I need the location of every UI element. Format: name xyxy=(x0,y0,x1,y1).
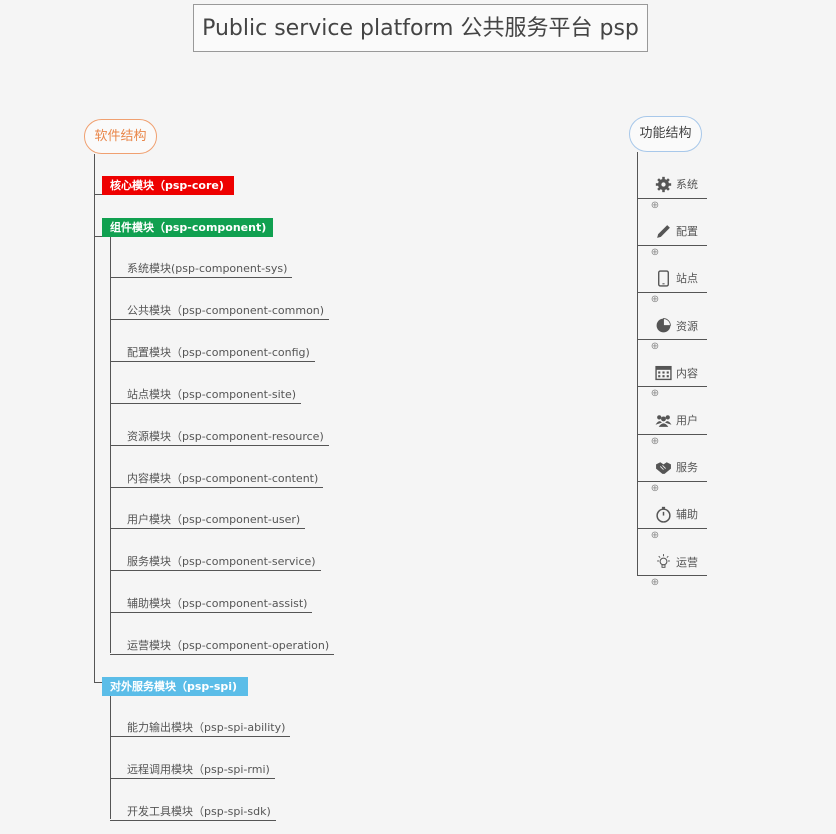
leaf-underline xyxy=(110,486,323,488)
leaf-item[interactable]: 资源模块（psp-component-resource) xyxy=(127,429,324,443)
pie-chart-icon xyxy=(655,317,672,334)
expand-icon[interactable]: ⊕ xyxy=(650,246,660,258)
leaf-underline xyxy=(110,570,321,572)
function-underline xyxy=(637,244,707,246)
connector-root-left xyxy=(94,154,95,682)
stopwatch-icon xyxy=(655,506,672,523)
gear-icon xyxy=(655,176,672,193)
root-node-software-structure[interactable]: 软件结构 xyxy=(84,119,157,154)
leaf-item[interactable]: 公共模块（psp-component-common) xyxy=(127,303,325,317)
expand-icon[interactable]: ⊕ xyxy=(650,199,660,211)
function-underline xyxy=(637,291,707,293)
function-item-pie-chart[interactable]: 资源 xyxy=(655,317,698,334)
leaf-item[interactable]: 开发工具模块（psp-spi-sdk) xyxy=(127,805,271,818)
leaf-underline xyxy=(110,612,312,614)
leaf-underline xyxy=(110,528,305,530)
page-title: Public service platform 公共服务平台 psp xyxy=(193,4,648,52)
expand-icon[interactable]: ⊕ xyxy=(650,435,660,447)
function-label: 资源 xyxy=(676,319,698,333)
function-item-gear[interactable]: 系统 xyxy=(655,176,698,193)
node-spi[interactable]: 对外服务模块（psp-spi) xyxy=(102,677,248,696)
leaf-item[interactable]: 系统模块(psp-component-sys) xyxy=(127,262,288,275)
leaf-underline xyxy=(110,277,292,278)
function-underline xyxy=(637,197,707,199)
leaf-item[interactable]: 配置模块（psp-component-config) xyxy=(127,345,310,359)
expand-icon[interactable]: ⊕ xyxy=(650,482,660,494)
leaf-item[interactable]: 内容模块（psp-component-content) xyxy=(127,471,319,485)
function-item-lightbulb[interactable]: 运营 xyxy=(655,553,698,570)
connector-component xyxy=(94,236,102,237)
leaf-item[interactable]: 辅助模块（psp-component-assist) xyxy=(127,597,308,611)
expand-icon[interactable]: ⊕ xyxy=(650,577,660,589)
leaf-underline xyxy=(110,736,290,737)
leaf-underline xyxy=(110,318,329,320)
function-label: 辅助 xyxy=(676,508,698,522)
function-underline xyxy=(637,575,707,577)
node-component-label: 组件模块（psp-component) xyxy=(110,221,267,234)
handshake-icon xyxy=(655,459,672,476)
function-label: 服务 xyxy=(676,461,698,475)
leaf-item[interactable]: 运营模块（psp-component-operation) xyxy=(127,639,330,653)
leaf-item[interactable]: 用户模块（psp-component-user) xyxy=(127,513,301,527)
leaf-underline xyxy=(110,402,301,404)
function-label: 配置 xyxy=(676,225,698,239)
function-item-stopwatch[interactable]: 辅助 xyxy=(655,506,698,523)
leaf-underline xyxy=(110,360,315,362)
expand-icon[interactable]: ⊕ xyxy=(650,388,660,400)
expand-icon[interactable]: ⊕ xyxy=(650,341,660,353)
pencil-icon xyxy=(655,223,672,240)
leaf-underline xyxy=(110,444,329,446)
function-underline xyxy=(637,527,707,529)
function-underline xyxy=(637,433,707,435)
connector-spi xyxy=(94,682,102,683)
leaf-underline xyxy=(110,654,334,656)
connector-spi-children xyxy=(110,696,111,819)
function-underline xyxy=(637,480,707,482)
function-label: 系统 xyxy=(676,178,698,191)
function-item-pencil[interactable]: 配置 xyxy=(655,223,698,240)
leaf-item[interactable]: 服务模块（psp-component-service) xyxy=(127,555,316,569)
leaf-underline xyxy=(110,778,275,779)
leaf-item[interactable]: 站点模块（psp-component-site) xyxy=(127,387,297,401)
function-underline xyxy=(637,339,707,341)
function-label: 站点 xyxy=(676,272,698,286)
expand-icon[interactable]: ⊕ xyxy=(650,529,660,541)
function-item-users[interactable]: 用户 xyxy=(655,412,698,429)
connector-core xyxy=(94,194,102,195)
function-label: 运营 xyxy=(676,555,698,569)
function-label: 内容 xyxy=(676,366,698,380)
function-item-calendar[interactable]: 内容 xyxy=(655,364,698,381)
node-core[interactable]: 核心模块（psp-core) xyxy=(102,176,234,195)
leaf-underline xyxy=(110,820,276,821)
function-item-handshake[interactable]: 服务 xyxy=(655,459,698,476)
expand-icon[interactable]: ⊕ xyxy=(650,293,660,305)
node-core-label: 核心模块（psp-core) xyxy=(110,179,224,192)
function-label: 用户 xyxy=(676,414,698,427)
lightbulb-icon xyxy=(655,553,672,570)
leaf-item[interactable]: 远程调用模块（psp-spi-rmi) xyxy=(127,763,270,776)
node-component[interactable]: 组件模块（psp-component) xyxy=(102,218,273,237)
function-item-tablet[interactable]: 站点 xyxy=(655,270,698,287)
root-node-functional-structure[interactable]: 功能结构 xyxy=(629,116,702,152)
node-spi-label: 对外服务模块（psp-spi) xyxy=(110,680,238,693)
function-underline xyxy=(637,386,707,388)
connector-root-right xyxy=(637,152,638,575)
tablet-icon xyxy=(655,270,672,287)
users-icon xyxy=(655,412,672,429)
calendar-icon xyxy=(655,364,672,381)
leaf-item[interactable]: 能力输出模块（psp-spi-ability) xyxy=(127,721,286,734)
